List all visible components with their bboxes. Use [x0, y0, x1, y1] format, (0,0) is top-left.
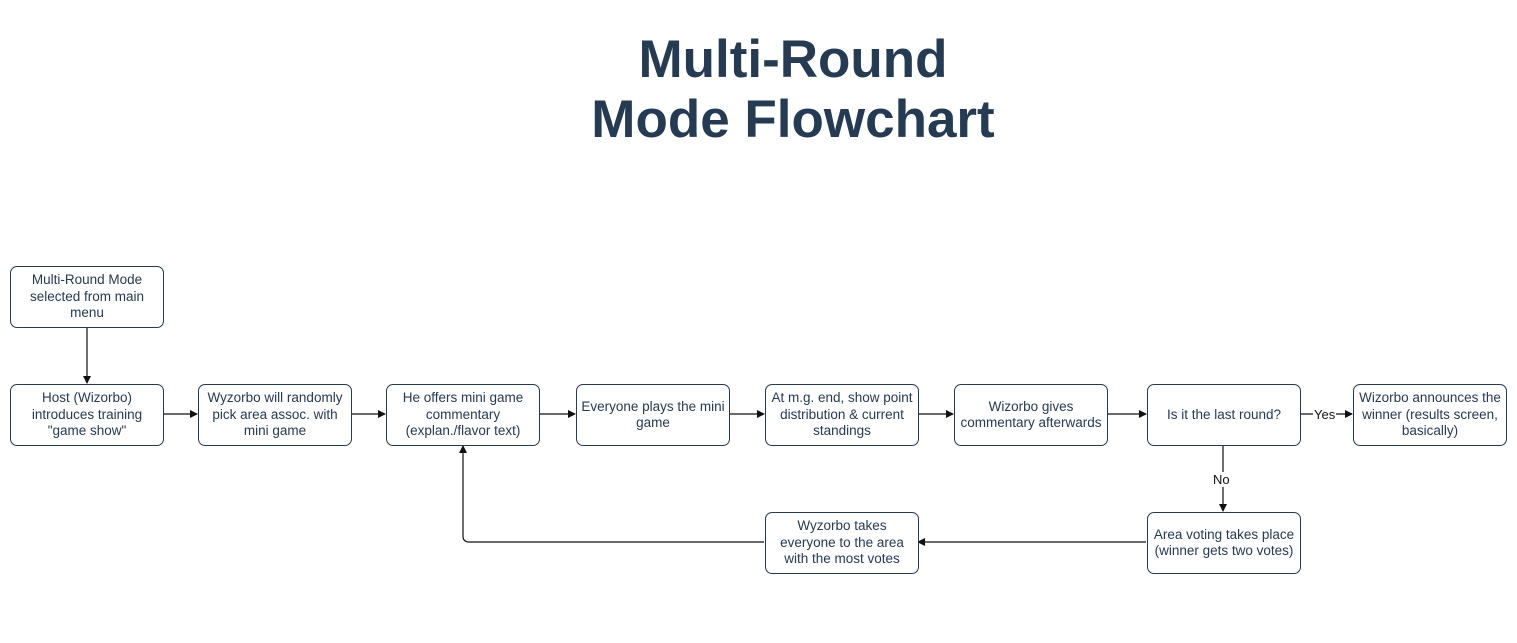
node-travel-label: Wyzorbo takes everyone to the area with … — [780, 518, 904, 567]
node-travel: Wyzorbo takes everyone to the area with … — [765, 512, 919, 574]
node-play: Everyone plays the mini game — [576, 384, 730, 446]
node-host-intro: Host (Wizorbo) introduces training "game… — [10, 384, 164, 446]
node-after-commentary: Wizorbo gives commentary afterwards — [954, 384, 1108, 446]
node-winner: Wizorbo announces the winner (results sc… — [1353, 384, 1507, 446]
node-commentary: He offers mini game commentary (explan./… — [386, 384, 540, 446]
node-last-round: Is it the last round? — [1147, 384, 1301, 446]
title-line-2: Mode Flowchart — [591, 90, 995, 149]
node-pick-area-label: Wyzorbo will randomly pick area assoc. w… — [207, 390, 343, 439]
node-commentary-label: He offers mini game commentary (explan./… — [402, 390, 524, 439]
node-voting: Area voting takes place (winner gets two… — [1147, 512, 1301, 574]
edge-label-no: No — [1212, 472, 1231, 487]
node-pick-area: Wyzorbo will randomly pick area assoc. w… — [198, 384, 352, 446]
node-last-round-label: Is it the last round? — [1166, 406, 1282, 422]
page-title: Multi-Round Mode Flowchart — [0, 30, 1517, 150]
node-standings-label: At m.g. end, show point distribution & c… — [771, 390, 913, 439]
node-voting-label: Area voting takes place (winner gets two… — [1153, 526, 1295, 559]
node-start: Multi-Round Mode selected from main menu — [10, 266, 164, 328]
node-host-intro-label: Host (Wizorbo) introduces training "game… — [31, 390, 143, 439]
edge-travel-to-commentary — [459, 445, 764, 543]
node-start-label: Multi-Round Mode selected from main menu — [29, 272, 145, 321]
node-standings: At m.g. end, show point distribution & c… — [765, 384, 919, 446]
node-after-commentary-label: Wizorbo gives commentary afterwards — [960, 398, 1102, 431]
node-play-label: Everyone plays the mini game — [581, 398, 725, 431]
node-winner-label: Wizorbo announces the winner (results sc… — [1359, 390, 1501, 439]
edge-label-yes: Yes — [1313, 407, 1337, 422]
title-line-1: Multi-Round — [638, 30, 948, 89]
